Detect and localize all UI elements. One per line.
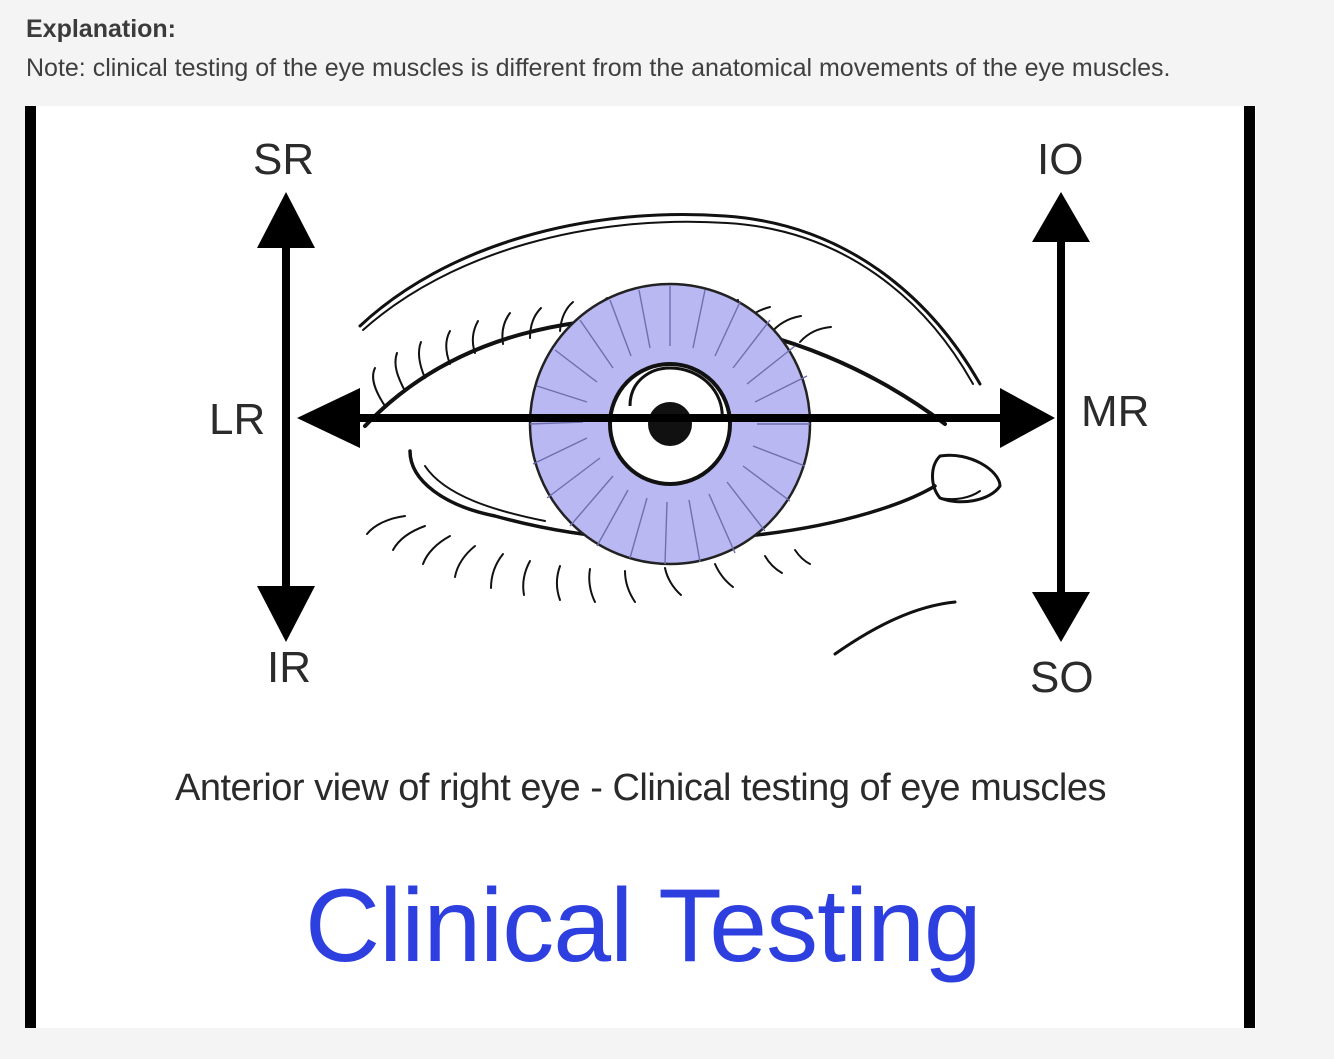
label-mr: MR	[1081, 388, 1149, 436]
eye-muscle-figure: SR IR LR IO SO MR Anterior view of right…	[25, 106, 1256, 1028]
explanation-note: Note: clinical testing of the eye muscle…	[26, 52, 1171, 84]
label-io: IO	[1037, 136, 1083, 184]
iris-group	[530, 284, 810, 564]
label-lr: LR	[209, 396, 265, 444]
label-so: SO	[1030, 654, 1094, 702]
muscle-action-arrows	[257, 192, 1090, 642]
ir-arrowhead	[257, 586, 315, 642]
figure-caption: Anterior view of right eye - Clinical te…	[175, 766, 1106, 810]
pupil	[648, 402, 692, 446]
label-ir: IR	[267, 644, 311, 692]
caruncle	[933, 455, 1001, 502]
lr-arrowhead	[297, 388, 360, 448]
sr-arrowhead	[257, 192, 315, 248]
figure-title: Clinical Testing	[305, 866, 981, 986]
io-arrowhead	[1032, 192, 1090, 242]
so-arrowhead	[1032, 592, 1090, 642]
explanation-heading: Explanation:	[26, 13, 176, 45]
under-eye-line	[835, 602, 955, 654]
mr-arrowhead	[1000, 388, 1055, 448]
label-sr: SR	[253, 136, 314, 184]
